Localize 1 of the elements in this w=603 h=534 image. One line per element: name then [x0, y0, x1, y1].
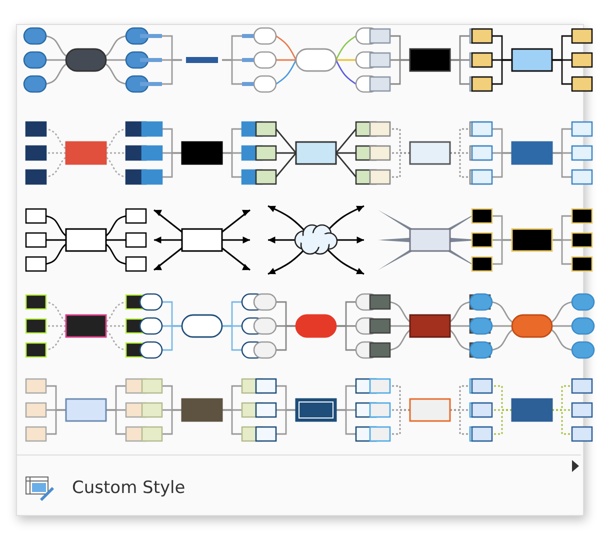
menu-item-label: Custom Style: [72, 478, 186, 498]
